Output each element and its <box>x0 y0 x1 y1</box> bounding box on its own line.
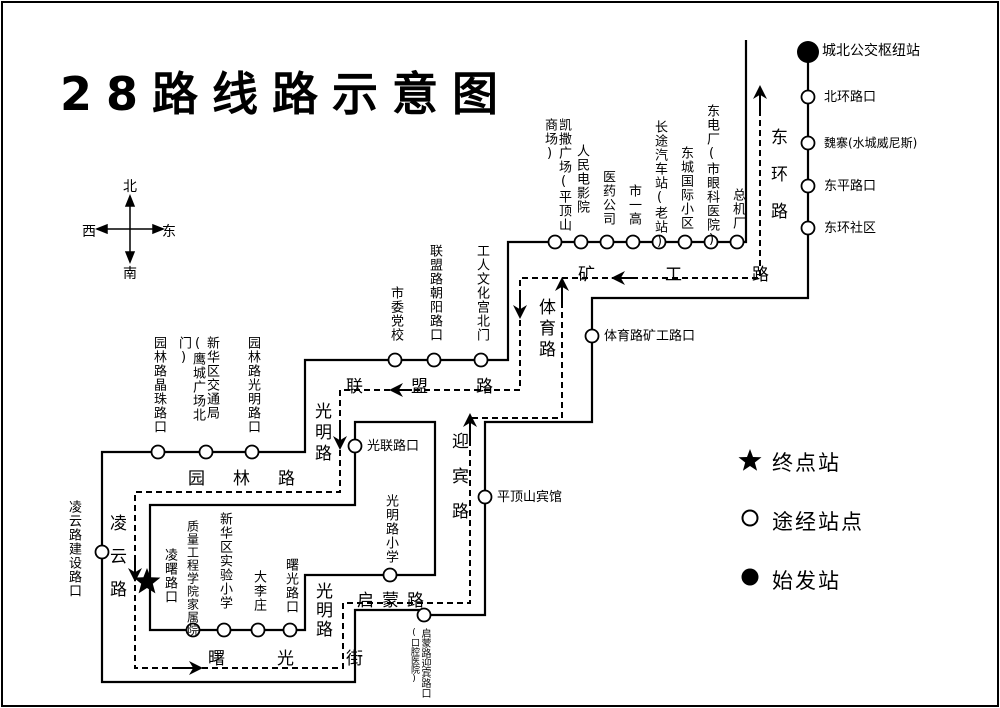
station-label-s06: 总机厂 <box>730 188 745 230</box>
station-dots <box>94 89 816 638</box>
station-label-s18: 新华区交通局(鹰城广场北门) <box>176 336 219 422</box>
station-label-s28: 启蒙路迎宾路口 <box>419 628 430 698</box>
station-dot-s04 <box>800 178 816 194</box>
station-dot-s16 <box>387 352 403 368</box>
station-dot-s28 <box>416 607 432 623</box>
station-dot-s24 <box>216 622 232 638</box>
station-dot-s20 <box>347 438 363 454</box>
station-dot-s26 <box>282 622 298 638</box>
station-label-s08: 东城国际小区 <box>678 146 693 230</box>
station-label-s28-sub: (口腔医院) <box>409 628 419 684</box>
road-label-donghuan: 东环路 <box>767 128 787 239</box>
station-label-s30: 体育路矿工路口 <box>604 329 696 344</box>
station-dot-s29 <box>477 489 493 505</box>
compass-north-label: 北 <box>123 179 137 195</box>
station-terminal-star <box>133 568 161 594</box>
station-dot-s07 <box>703 234 719 250</box>
station-dot-s06 <box>729 234 745 250</box>
station-label-s17: 园林路光明路口 <box>245 336 260 434</box>
compass-west-label: 西 <box>82 224 96 240</box>
station-dot-s17 <box>244 444 260 460</box>
station-label-s03: 魏寨(水城威尼斯) <box>824 136 918 150</box>
station-label-s05: 东环社区 <box>824 221 877 236</box>
station-label-s23: 质量工程学院家属院 <box>185 520 200 637</box>
station-dot-s13 <box>547 234 563 250</box>
station-dot-s23 <box>185 622 201 638</box>
station-dot-s03 <box>800 135 816 151</box>
station-label-s10: 市一高 <box>626 184 641 226</box>
station-dot-s12 <box>573 234 589 250</box>
station-dot-s14 <box>473 352 489 368</box>
legend-origin-label: 始发站 <box>772 569 841 593</box>
station-label-s19: 园林路晶珠路口 <box>151 336 166 434</box>
compass-rose <box>94 193 166 265</box>
station-label-s04: 东平路口 <box>824 179 877 194</box>
legend-via-label: 途经站点 <box>772 510 864 534</box>
road-label-yingbin: 迎宾路 <box>448 432 468 537</box>
road-label-yuanlin: 园林路 <box>188 469 323 489</box>
station-label-s27: 光明路小学 <box>383 494 398 564</box>
road-label-lingyun: 凌云路 <box>106 514 126 613</box>
legend-filled-dot-icon <box>741 568 759 586</box>
station-dot-s10 <box>625 234 641 250</box>
station-label-s13: 凯撒广场(平顶山商场) <box>542 118 571 232</box>
station-label-s16: 市委党校 <box>388 286 403 342</box>
station-label-s15: 联盟路朝阳路口 <box>427 244 442 342</box>
legend-terminal-label: 终点站 <box>772 451 841 475</box>
station-label-s11: 医药公司 <box>600 170 615 226</box>
station-origin-dot <box>797 41 819 63</box>
compass-south-label: 南 <box>123 266 137 282</box>
legend-hollow-dot-icon <box>741 509 759 527</box>
road-label-kuanggong: 矿工路 <box>578 265 839 285</box>
station-label-s14: 工人文化宫北门 <box>474 244 489 342</box>
station-dot-s19 <box>150 444 166 460</box>
station-label-s21: 凌云路建设路口 <box>66 500 81 598</box>
route-main-line <box>100 40 810 684</box>
station-dot-s08 <box>677 234 693 250</box>
station-label-s25: 大李庄 <box>251 570 266 612</box>
station-label-s22: 凌曙路口 <box>162 548 177 604</box>
station-dot-s27 <box>382 567 398 583</box>
road-label-lianmeng: 联盟路 <box>346 377 541 397</box>
station-dot-s02 <box>800 89 816 105</box>
station-label-s09: 长途汽车站(老站) <box>652 120 667 250</box>
station-label-s26: 曙光路口 <box>283 558 298 614</box>
station-dot-s05 <box>800 220 816 236</box>
station-dot-s30 <box>584 328 600 344</box>
road-label-tiyu: 体育路 <box>535 298 555 361</box>
road-label-guangming-s: 光明路 <box>312 582 332 639</box>
map-title: 28路线路示意图 <box>60 67 513 121</box>
legend-star-icon <box>738 449 762 471</box>
station-dot-s11 <box>599 234 615 250</box>
station-label-s12: 人民电影院 <box>574 144 589 214</box>
route-inner-line <box>148 420 437 632</box>
station-label-s02: 北环路口 <box>824 90 877 105</box>
station-label-s20: 光联路口 <box>367 439 420 454</box>
road-label-qimeng: 启蒙路 <box>357 591 432 611</box>
road-label-guangming-n: 光明路 <box>311 402 331 465</box>
station-dot-s18 <box>198 444 214 460</box>
station-dot-s09 <box>651 234 667 250</box>
station-label-s29: 平顶山宾馆 <box>497 490 563 505</box>
station-dot-s21 <box>94 544 110 560</box>
station-dot-s25 <box>250 622 266 638</box>
route-dashed-line <box>134 90 761 669</box>
station-label-s24: 新华区实验小学 <box>217 512 232 610</box>
road-label-shuguang: 曙光街 <box>208 649 415 669</box>
station-dot-s15 <box>426 352 442 368</box>
compass-east-label: 东 <box>162 224 176 240</box>
station-label-s01: 城北公交枢纽站 <box>822 43 920 59</box>
station-label-s07: 东电厂(市眼科医院) <box>704 104 719 248</box>
